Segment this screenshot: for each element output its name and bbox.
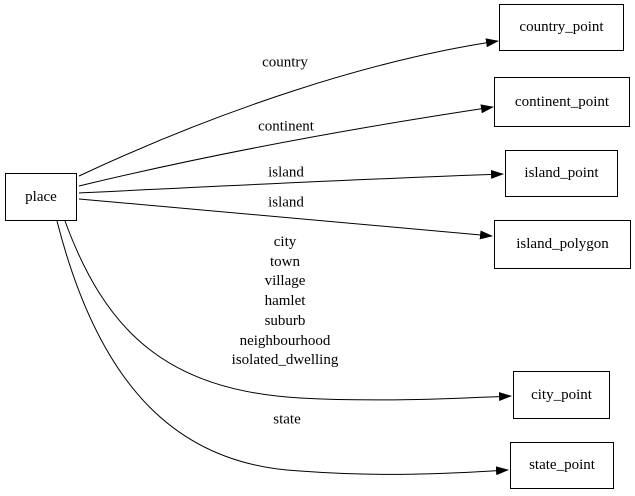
edge-place-continent-point (78, 104, 494, 187)
node-state-point: state_point (510, 442, 614, 489)
edge-label-island-polygon: island (268, 194, 304, 211)
edge-label-state: state (273, 411, 301, 428)
node-city-point: city_point (513, 371, 610, 419)
edge-place-island-point (78, 169, 504, 194)
edge-label-village: village (264, 273, 306, 290)
edge-label-island-point: island (268, 164, 304, 181)
edge-label-city: city (273, 234, 297, 250)
edge-place-city-point (64, 220, 512, 402)
node-country-point: country_point (499, 4, 624, 51)
edge-label-hamlet: hamlet (264, 293, 306, 310)
edge-label-country: country (262, 54, 308, 71)
node-continent-point: continent_point (494, 77, 630, 127)
node-island-point: island_point (505, 150, 618, 197)
edge-place-country-point (78, 38, 499, 177)
edge-label-town: town (270, 253, 300, 270)
node-island-polygon: island_polygon (494, 220, 631, 269)
edge-label-suburb: suburb (264, 312, 306, 329)
edge-label-isolated-dwelling: isolated_dwelling (231, 352, 339, 369)
edge-place-state-point (56, 220, 509, 476)
edge-label-neighbourhood: neighbourhood (239, 332, 331, 349)
node-place: place (5, 173, 77, 221)
edge-place-island-polygon (78, 198, 493, 240)
edge-label-continent: continent (258, 118, 314, 135)
edge-label-city-group: city town village hamlet suburb neighbou… (232, 233, 339, 371)
